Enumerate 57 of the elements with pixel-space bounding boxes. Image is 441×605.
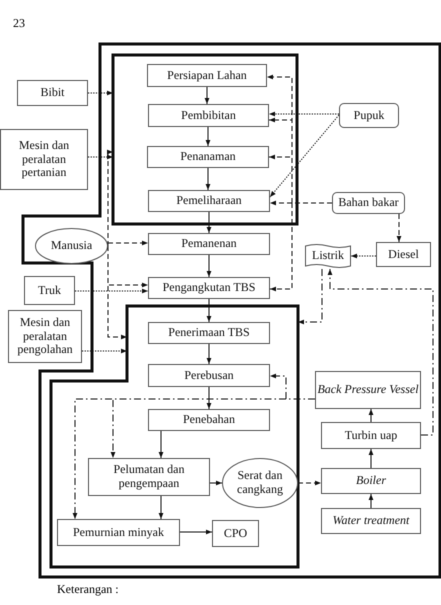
arrow [88,90,114,96]
resource-box: Bahan bakar [332,192,405,214]
arrow [158,496,164,520]
document-shape: Listrik [305,243,351,269]
arrow [350,254,376,258]
process-box: CPO [212,520,259,547]
process-box: Back Pressure Vessel [315,371,421,409]
arrow [74,288,148,294]
input-box: Bibit [17,80,88,106]
arrow [298,268,322,324]
arrow [368,448,374,468]
process-box: Boiler [321,468,421,494]
arrow [88,154,114,160]
arrow [206,168,210,190]
resource-box: Pupuk [339,103,399,128]
arrow [298,480,322,486]
input-box: Truk [24,276,75,305]
arrow [210,480,222,486]
input-box: Mesin dan peralatan pertanian [0,129,88,190]
arrow [206,344,212,364]
process-box: Penanaman [147,146,269,168]
process-box: Pembibitan [148,104,269,127]
input-box: Mesin dan peralatan pengolahan [8,310,82,363]
arrow [180,530,212,534]
process-box: Pemurnian minyak [57,519,180,546]
page-number: 23 [13,16,25,31]
process-box: Pelumatan dan pengempaan [88,458,210,496]
arrow [206,386,212,410]
arrow [396,214,402,242]
process-box: Pengangkutan TBS [148,277,270,299]
process-box: Pemanenan [148,233,270,255]
arrow [268,112,340,116]
input-box: Diesel [376,242,431,267]
plantation-frame [113,55,297,224]
process-box: Penerimaan TBS [148,322,270,344]
process-box: Perebusan [148,364,270,387]
arrow [158,430,164,458]
process-box: Turbin uap [321,422,421,449]
ellipse-node: Serat dan cangkang [222,458,298,508]
process-box: Water treatment [321,508,421,534]
process-box: Pemeliharaan [148,190,270,212]
process-box: Penebahan [148,409,270,431]
legend-heading: Keterangan : [57,582,119,597]
process-box: Persiapan Lahan [147,64,267,87]
arrow [206,298,212,322]
arrow [368,494,374,508]
arrow [204,86,210,104]
arrow [108,240,148,246]
arrow [270,202,332,292]
arrow [206,254,212,278]
arrow [82,348,128,354]
arrow [270,114,340,198]
arrow [368,408,374,422]
arrow [206,126,210,146]
arrow [107,150,114,246]
arrow [206,212,212,234]
arrow [328,268,434,436]
